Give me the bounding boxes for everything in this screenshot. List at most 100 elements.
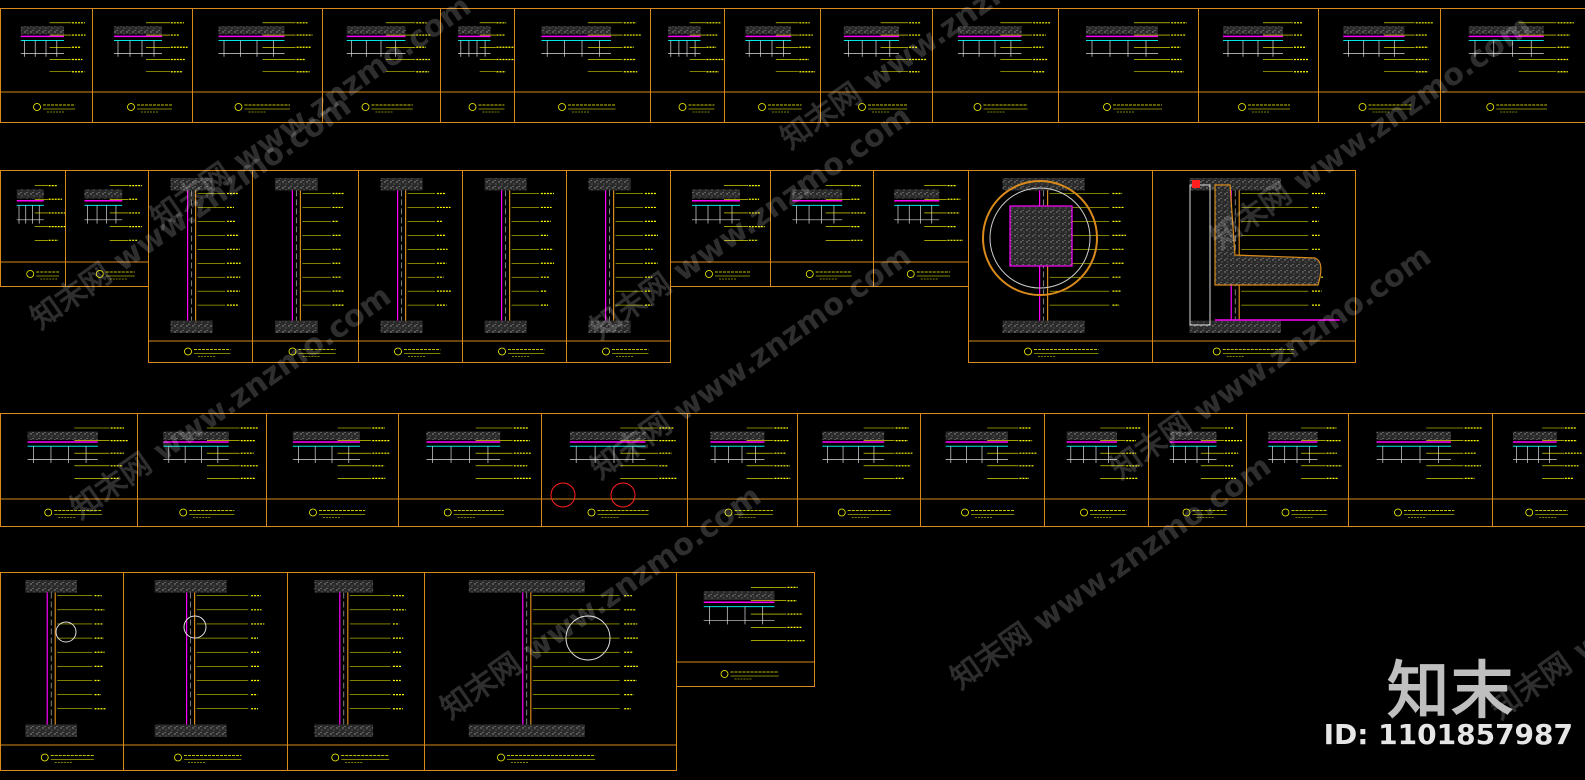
detail-number-marker [394, 347, 402, 356]
concrete-slab [1086, 26, 1158, 35]
detail-sheet [687, 413, 798, 527]
column-inner-ring [989, 187, 1091, 289]
section-detail [588, 178, 658, 333]
detail-number-marker [587, 508, 596, 517]
ceiling-slab [468, 580, 585, 593]
detail-sheet [1198, 8, 1319, 123]
detail-number-marker [33, 103, 41, 111]
detail-number-marker [288, 347, 297, 356]
ceiling-slab [314, 580, 374, 593]
section-detail [541, 22, 642, 73]
concrete-slab [703, 591, 775, 600]
detail-sheet [0, 572, 124, 771]
concrete-slab [292, 431, 360, 440]
concrete-slab [541, 26, 611, 35]
detail-number-marker [1103, 103, 1111, 111]
detail-number-marker [361, 103, 370, 111]
section-detail [484, 178, 555, 333]
detail-number-marker [95, 270, 104, 278]
section-detail [274, 178, 345, 333]
sheet-border [358, 170, 463, 363]
detail-sheet-frames [0, 8, 1585, 771]
detail-number-marker [1394, 508, 1402, 517]
concrete-slab [945, 431, 1008, 440]
detail-number-marker [1238, 103, 1246, 111]
sheet-border [1440, 8, 1585, 123]
sheet-border [287, 572, 425, 771]
detail-number-marker [184, 347, 192, 356]
column-outer-ring [982, 180, 1098, 296]
detail-number-marker [602, 347, 610, 356]
detail-sheet [797, 413, 921, 527]
detail-number-marker [558, 103, 566, 111]
section-detail [1468, 22, 1574, 73]
sheet-border [1492, 413, 1585, 527]
detail-sheet [514, 8, 651, 123]
sheet-border [398, 413, 542, 527]
concrete-slab [668, 26, 701, 35]
detail-sheet [676, 572, 815, 687]
section-detail [1268, 427, 1342, 479]
concrete-slab [1169, 431, 1217, 440]
concrete-slab [346, 26, 406, 35]
floor-slab [170, 320, 213, 333]
section-detail [1002, 178, 1126, 333]
section-detail [346, 22, 431, 73]
concrete-slab [426, 431, 501, 440]
section-detail [843, 22, 927, 73]
detail-sheet [92, 8, 193, 123]
detail-number-marker [858, 103, 866, 111]
section-detail [27, 427, 128, 479]
ceiling-slab [380, 178, 423, 191]
equipment-detail [55, 482, 636, 661]
concrete-slab [27, 431, 98, 440]
detail-number-marker [1024, 347, 1032, 356]
bench-cap [1192, 180, 1200, 188]
equipment-circle [183, 615, 207, 639]
section-detail [314, 580, 406, 737]
section-detail [1512, 427, 1582, 479]
detail-number-marker [1080, 508, 1088, 517]
section-detail [1343, 22, 1434, 73]
concrete-slab [20, 26, 64, 35]
callout-circle [550, 482, 576, 508]
concrete-slab [1223, 26, 1283, 35]
detail-sheet [1058, 8, 1199, 123]
ceiling-slab [588, 178, 631, 191]
section-detail [292, 427, 390, 479]
detail-number-marker [720, 670, 729, 678]
detail-sheet [266, 413, 399, 527]
section-detail [945, 427, 1038, 479]
detail-number-marker [443, 508, 452, 517]
section-detail [458, 22, 515, 73]
concrete-slab [1268, 431, 1318, 440]
detail-number-marker [40, 753, 49, 762]
detail-number-marker [805, 270, 814, 278]
floor-slab [25, 724, 77, 737]
detail-sheet [920, 413, 1045, 527]
section-detail [114, 22, 188, 73]
sheet-border [0, 170, 66, 287]
bench-detail [1189, 180, 1340, 326]
watermark-text: 知末网 www.znzmo.com [585, 99, 918, 347]
concrete-slab [114, 26, 162, 35]
section-detail [745, 22, 816, 73]
detail-sheet [0, 8, 93, 123]
floor-slab [274, 320, 318, 333]
ceiling-slab [1189, 178, 1281, 191]
detail-number-marker [1486, 103, 1495, 111]
floor-slab [468, 724, 585, 737]
section-detail [218, 22, 313, 73]
concrete-slab [569, 431, 646, 440]
concrete-slab [710, 431, 765, 440]
detail-sheet [424, 572, 677, 771]
detail-sheet [0, 170, 66, 287]
section-detail [710, 427, 791, 479]
detail-sheet [358, 170, 463, 363]
detail-number-marker [498, 347, 506, 356]
concrete-slab [745, 26, 791, 35]
detail-number-marker [1358, 103, 1367, 111]
section-detail [84, 185, 143, 241]
concrete-slab [218, 26, 285, 35]
